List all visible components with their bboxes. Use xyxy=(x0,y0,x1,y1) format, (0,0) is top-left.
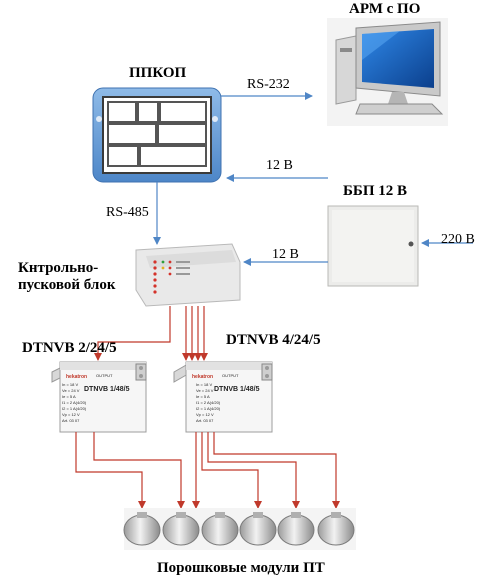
red-wires-upper xyxy=(94,306,208,361)
dtnvb-left-spec: Vp = 12 V xyxy=(62,412,80,417)
arm-label: АРМ с ПО xyxy=(349,1,421,17)
wire-to-module-1 xyxy=(75,432,146,509)
wire-to-module-5 xyxy=(207,432,300,509)
control-block-device xyxy=(135,243,241,307)
powder-module xyxy=(239,512,277,546)
dtnvb-left-text: hekatron OUTPUT DTNVB 1/48/5 In = 18 V V… xyxy=(62,373,130,423)
wire-to-module-6 xyxy=(213,432,340,509)
dtnvb-left-spec: Ve = 24 V xyxy=(62,388,80,393)
power-12v-mid-label: 12 В xyxy=(272,247,299,262)
dtnvb-right-spec: Vp = 12 V xyxy=(196,412,214,417)
power-supply-box xyxy=(327,205,419,287)
ppkop-label: ППКОП xyxy=(129,65,187,81)
dtnvb-right-output: OUTPUT xyxy=(222,373,239,378)
dtnvb-right-model: DTNVB 1/48/5 xyxy=(214,386,260,393)
dtnvb-left-spec: I2 = 1 A(4/20) xyxy=(62,406,87,411)
dtnvb-right-spec: Ve = 24 V xyxy=(196,388,214,393)
powder-module xyxy=(162,512,200,546)
dtnvb-left-spec: Art. 03 07 xyxy=(62,418,80,423)
powder-module xyxy=(123,512,161,546)
dtnvb-right-spec: Ie = 5 A xyxy=(196,394,210,399)
dtnvb-left-brand: hekatron xyxy=(66,374,87,380)
dtnvb-right-spec: I2 = 1 A(4/20) xyxy=(196,406,221,411)
wire-to-module-2 xyxy=(93,432,185,509)
blue-wires xyxy=(153,92,473,266)
workstation-icon xyxy=(327,18,448,126)
control-block-label-line1: Кнтрольно- xyxy=(18,260,99,276)
rs232-label: RS-232 xyxy=(247,77,290,92)
powder-module xyxy=(317,512,355,546)
dtnvb-left-output: OUTPUT xyxy=(96,373,113,378)
red-wires-lower xyxy=(75,432,340,509)
mains-220v-label: 220 В xyxy=(441,232,475,247)
dtnvb-right-spec: In = 18 V xyxy=(196,382,212,387)
rs485-label: RS-485 xyxy=(106,205,149,220)
powder-module xyxy=(277,512,315,546)
bbp-label: ББП 12 В xyxy=(343,183,408,199)
dtnvb-left-spec: Ie = 5 A xyxy=(62,394,76,399)
dtnvb-right-spec: I1 = 2 A(4/20) xyxy=(196,400,221,405)
dtnvb-right-brand: hekatron xyxy=(192,374,213,380)
control-block-label-line2: пусковой блок xyxy=(18,277,116,293)
power-12v-top-label: 12 В xyxy=(266,158,293,173)
dtnvb-right-text: hekatron OUTPUT DTNVB 1/48/5 In = 18 V V… xyxy=(192,373,260,423)
dtnvb-left-label: DTNVB 2/24/5 xyxy=(22,340,117,356)
dtnvb-left-spec: In = 18 V xyxy=(62,382,78,387)
wire-to-module-4 xyxy=(201,432,262,509)
dtnvb-left-spec: I1 = 2 A(4/20) xyxy=(62,400,87,405)
dtnvb-left-model: DTNVB 1/48/5 xyxy=(84,386,130,393)
powder-module xyxy=(201,512,239,546)
powder-modules-label: Порошковые модули ПТ xyxy=(157,560,325,576)
dtnvb-right-label: DTNVB 4/24/5 xyxy=(226,332,321,348)
dtnvb-right-spec: Art. 03 07 xyxy=(196,418,214,423)
dtnvb-left-device xyxy=(51,361,147,433)
wire-block-left xyxy=(94,306,171,361)
ppkop-panel-icon xyxy=(92,87,222,183)
powder-modules xyxy=(123,508,356,550)
dtnvb-right-device xyxy=(173,361,273,433)
